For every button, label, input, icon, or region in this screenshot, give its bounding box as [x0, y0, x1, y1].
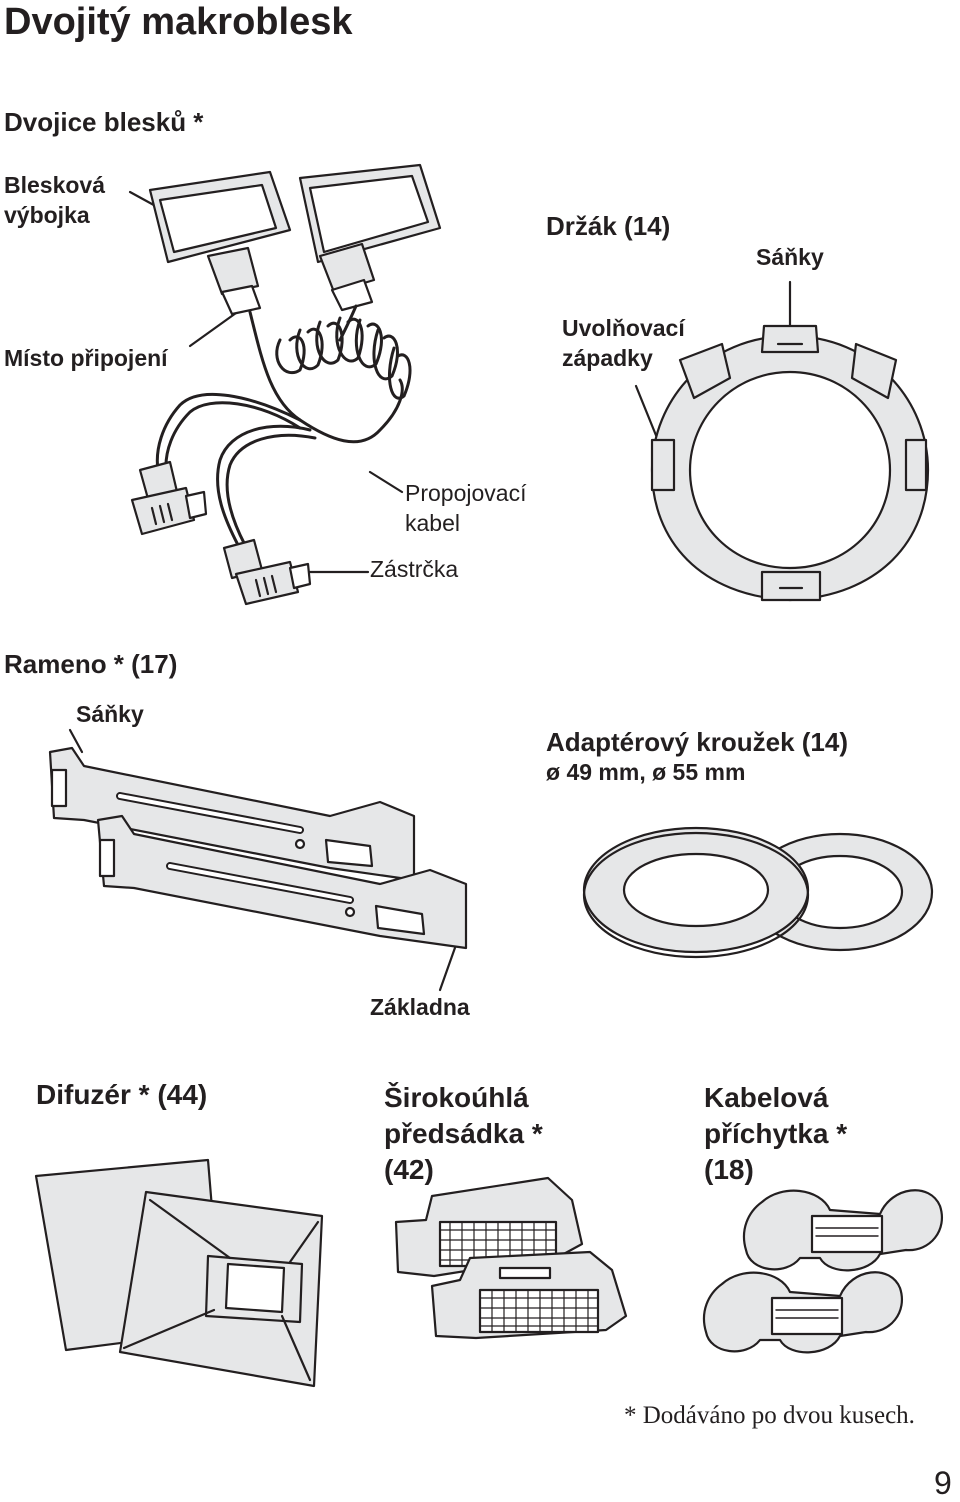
adapter-heading: Adaptérový kroužek (14) — [546, 727, 848, 757]
latch-label: Uvolňovací západky — [562, 315, 685, 371]
wide-heading: Širokoúhlá předsádka * (42) — [384, 1082, 543, 1185]
flash-units-illustration — [128, 163, 442, 606]
holder-shoes-label: Sáňky — [756, 244, 824, 270]
wide-panel-illustration — [394, 1176, 628, 1340]
page-number: 9 — [934, 1465, 952, 1501]
holder-heading: Držák (14) — [546, 211, 671, 241]
diffuser-heading: Difuzér * (44) — [36, 1079, 208, 1110]
adapter-sizes: ø 49 mm, ø 55 mm — [546, 759, 746, 785]
cable-label: Propojovací kabel — [405, 480, 527, 536]
arm-shoes-label: Sáňky — [76, 701, 144, 727]
arm-heading: Rameno * (17) — [4, 649, 178, 679]
base-label: Základna — [370, 994, 470, 1020]
clip-heading: Kabelová příchytka * (18) — [704, 1082, 848, 1185]
adapter-rings-illustration — [582, 826, 934, 959]
arm-illustration — [48, 728, 468, 992]
diffuser-illustration — [34, 1158, 324, 1388]
flashes-heading: Dvojice blesků * — [4, 107, 204, 137]
plug-label: Zástrčka — [370, 556, 459, 582]
footnote: * Dodáváno po dvou kusech. — [624, 1402, 915, 1429]
cable-clip-illustration — [702, 1189, 943, 1354]
holder-ring-illustration — [634, 280, 930, 602]
flash-tube-label: Blesková výbojka — [4, 172, 106, 228]
page-title: Dvojitý makroblesk — [4, 1, 353, 43]
connection-label: Místo připojení — [4, 345, 168, 371]
